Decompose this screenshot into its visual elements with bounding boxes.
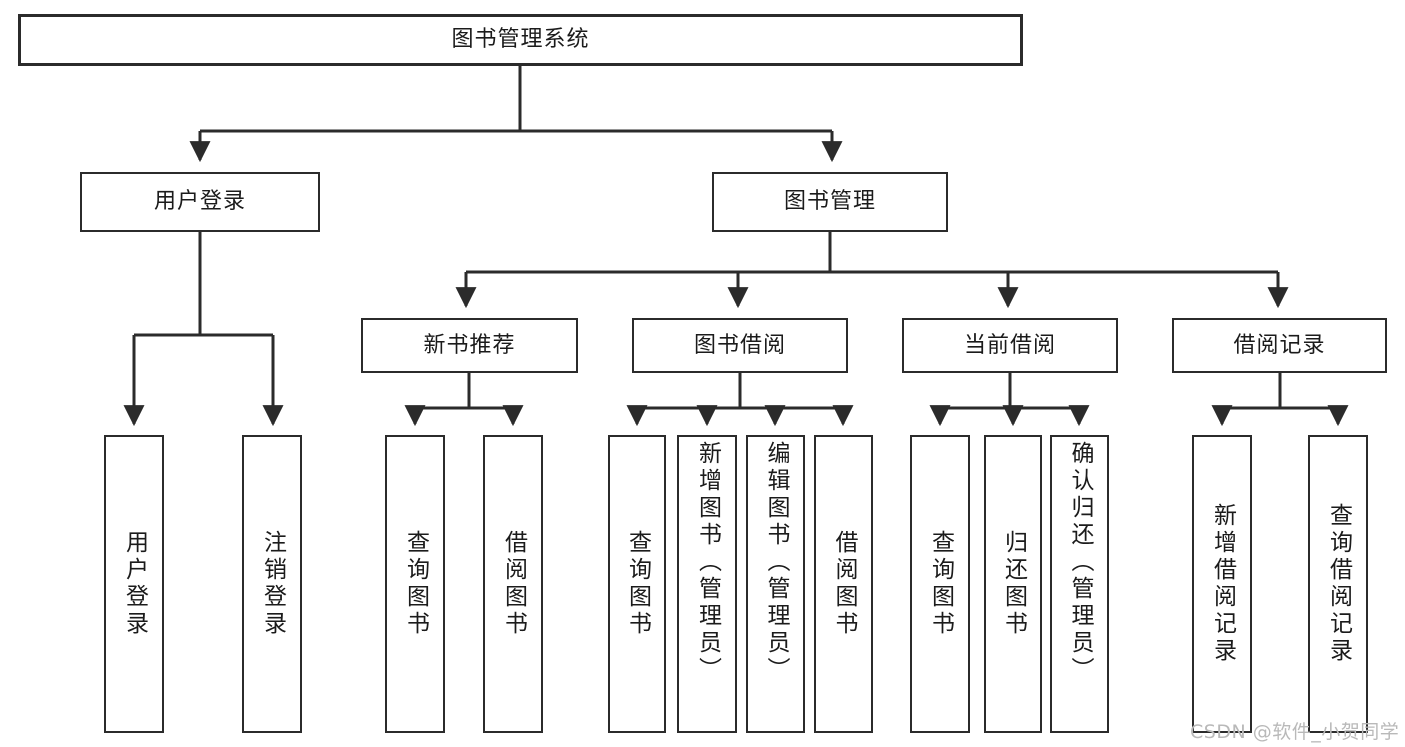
- node-new-book-recommend[interactable]: 新书推荐: [361, 318, 578, 373]
- node-leaf-query-book-3[interactable]: 查询图书: [910, 435, 970, 733]
- node-leaf-borrow-book-2[interactable]: 借阅图书: [814, 435, 873, 733]
- node-book-borrow-label: 图书借阅: [693, 332, 786, 358]
- node-book-borrow[interactable]: 图书借阅: [632, 318, 848, 373]
- node-leaf-user-login[interactable]: 用户登录: [104, 435, 164, 733]
- node-leaf-return-book-label: 归还图书: [1000, 530, 1027, 638]
- node-leaf-add-borrow-record[interactable]: 新增借阅记录: [1192, 435, 1252, 733]
- node-user-login-label: 用户登录: [153, 189, 246, 215]
- node-leaf-query-borrow-record[interactable]: 查询借阅记录: [1308, 435, 1368, 733]
- node-leaf-query-book-3-label: 查询图书: [927, 530, 954, 638]
- node-leaf-confirm-return-label: 确认归还（管理员）: [1067, 441, 1093, 684]
- node-user-login[interactable]: 用户登录: [80, 172, 320, 232]
- node-leaf-query-book-1[interactable]: 查询图书: [385, 435, 445, 733]
- node-new-book-recommend-label: 新书推荐: [423, 332, 516, 358]
- node-leaf-query-book-1-label: 查询图书: [402, 530, 429, 638]
- node-leaf-add-book-label: 新增图书（管理员）: [694, 441, 721, 684]
- node-book-manage[interactable]: 图书管理: [712, 172, 948, 232]
- node-leaf-return-book[interactable]: 归还图书: [984, 435, 1042, 733]
- node-root-label: 图书管理系统: [451, 27, 590, 53]
- node-leaf-query-borrow-record-label: 查询借阅记录: [1325, 503, 1352, 665]
- node-leaf-logout[interactable]: 注销登录: [242, 435, 302, 733]
- csdn-watermark: CSDN @软件_小贺同学: [1190, 721, 1400, 743]
- node-current-borrow[interactable]: 当前借阅: [902, 318, 1118, 373]
- node-leaf-borrow-book-2-label: 借阅图书: [831, 530, 857, 638]
- node-leaf-borrow-book-1[interactable]: 借阅图书: [483, 435, 543, 733]
- node-book-manage-label: 图书管理: [783, 189, 876, 215]
- node-borrow-record[interactable]: 借阅记录: [1172, 318, 1387, 373]
- node-root[interactable]: 图书管理系统: [18, 14, 1023, 66]
- node-leaf-edit-book[interactable]: 编辑图书（管理员）: [746, 435, 805, 733]
- node-leaf-add-book[interactable]: 新增图书（管理员）: [677, 435, 737, 733]
- node-current-borrow-label: 当前借阅: [963, 332, 1056, 358]
- node-leaf-edit-book-label: 编辑图书（管理员）: [763, 441, 789, 684]
- node-leaf-add-borrow-record-label: 新增借阅记录: [1209, 503, 1236, 665]
- node-leaf-logout-label: 注销登录: [259, 530, 286, 638]
- node-leaf-query-book-2[interactable]: 查询图书: [608, 435, 666, 733]
- node-leaf-query-book-2-label: 查询图书: [624, 530, 651, 638]
- node-leaf-confirm-return[interactable]: 确认归还（管理员）: [1050, 435, 1109, 733]
- node-borrow-record-label: 借阅记录: [1233, 332, 1326, 358]
- node-leaf-user-login-label: 用户登录: [121, 530, 148, 638]
- node-leaf-borrow-book-1-label: 借阅图书: [500, 530, 527, 638]
